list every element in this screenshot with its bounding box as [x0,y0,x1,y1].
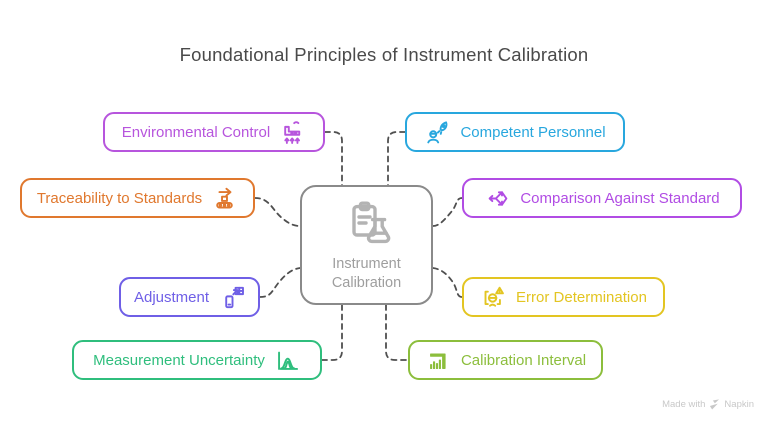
node-label: Error Determination [516,288,647,306]
node-measurement-uncertainty[interactable]: Measurement Uncertainty [72,340,322,380]
node-adjustment[interactable]: Adjustment [119,277,260,317]
napkin-brand-text: Napkin [724,399,754,410]
node-error-determination[interactable]: Error Determination [462,277,665,317]
bar-chart-ruler-icon [425,347,452,374]
napkin-logo-icon [709,399,720,410]
device-sync-grid-icon [218,284,245,311]
error-face-warning-icon [480,284,507,311]
node-environmental-control[interactable]: Environmental Control [103,112,325,152]
center-node-instrument-calibration[interactable]: Instrument Calibration [300,185,433,305]
node-label: Environmental Control [121,123,271,141]
bell-curve-icon [274,347,301,374]
connector-traceability [254,197,301,227]
connector-competent-personnel [387,131,406,186]
connector-adjustment [259,267,301,298]
conveyor-arrow-icon [211,185,238,212]
node-competent-personnel[interactable]: Competent Personnel [405,112,625,152]
person-rocket-icon [424,119,451,146]
node-label: Competent Personnel [460,123,606,141]
factory-emissions-icon [279,119,306,146]
node-label: Measurement Uncertainty [93,351,265,369]
connector-error-determination [432,267,463,298]
node-label: Traceability to Standards [36,189,203,207]
connector-calibration-interval [385,304,409,361]
node-traceability-to-standards[interactable]: Traceability to Standards [20,178,255,218]
node-label: Adjustment [133,288,210,306]
node-label: Comparison Against Standard [520,189,720,207]
made-with-text: Made with [662,399,706,410]
napkin-credit[interactable]: Made with Napkin [662,399,754,410]
connector-comparison [432,197,463,227]
connector-measurement-uncertainty [321,304,343,361]
node-comparison-against-standard[interactable]: Comparison Against Standard [462,178,742,218]
node-label: Calibration Interval [460,351,587,369]
connector-environmental-control [324,131,343,186]
diagram-title: Foundational Principles of Instrument Ca… [179,44,589,65]
clipboard-flask-icon [343,198,391,251]
node-calibration-interval[interactable]: Calibration Interval [408,340,603,380]
center-node-label: Instrument Calibration [331,256,402,291]
three-axis-arrows-icon [484,185,511,212]
